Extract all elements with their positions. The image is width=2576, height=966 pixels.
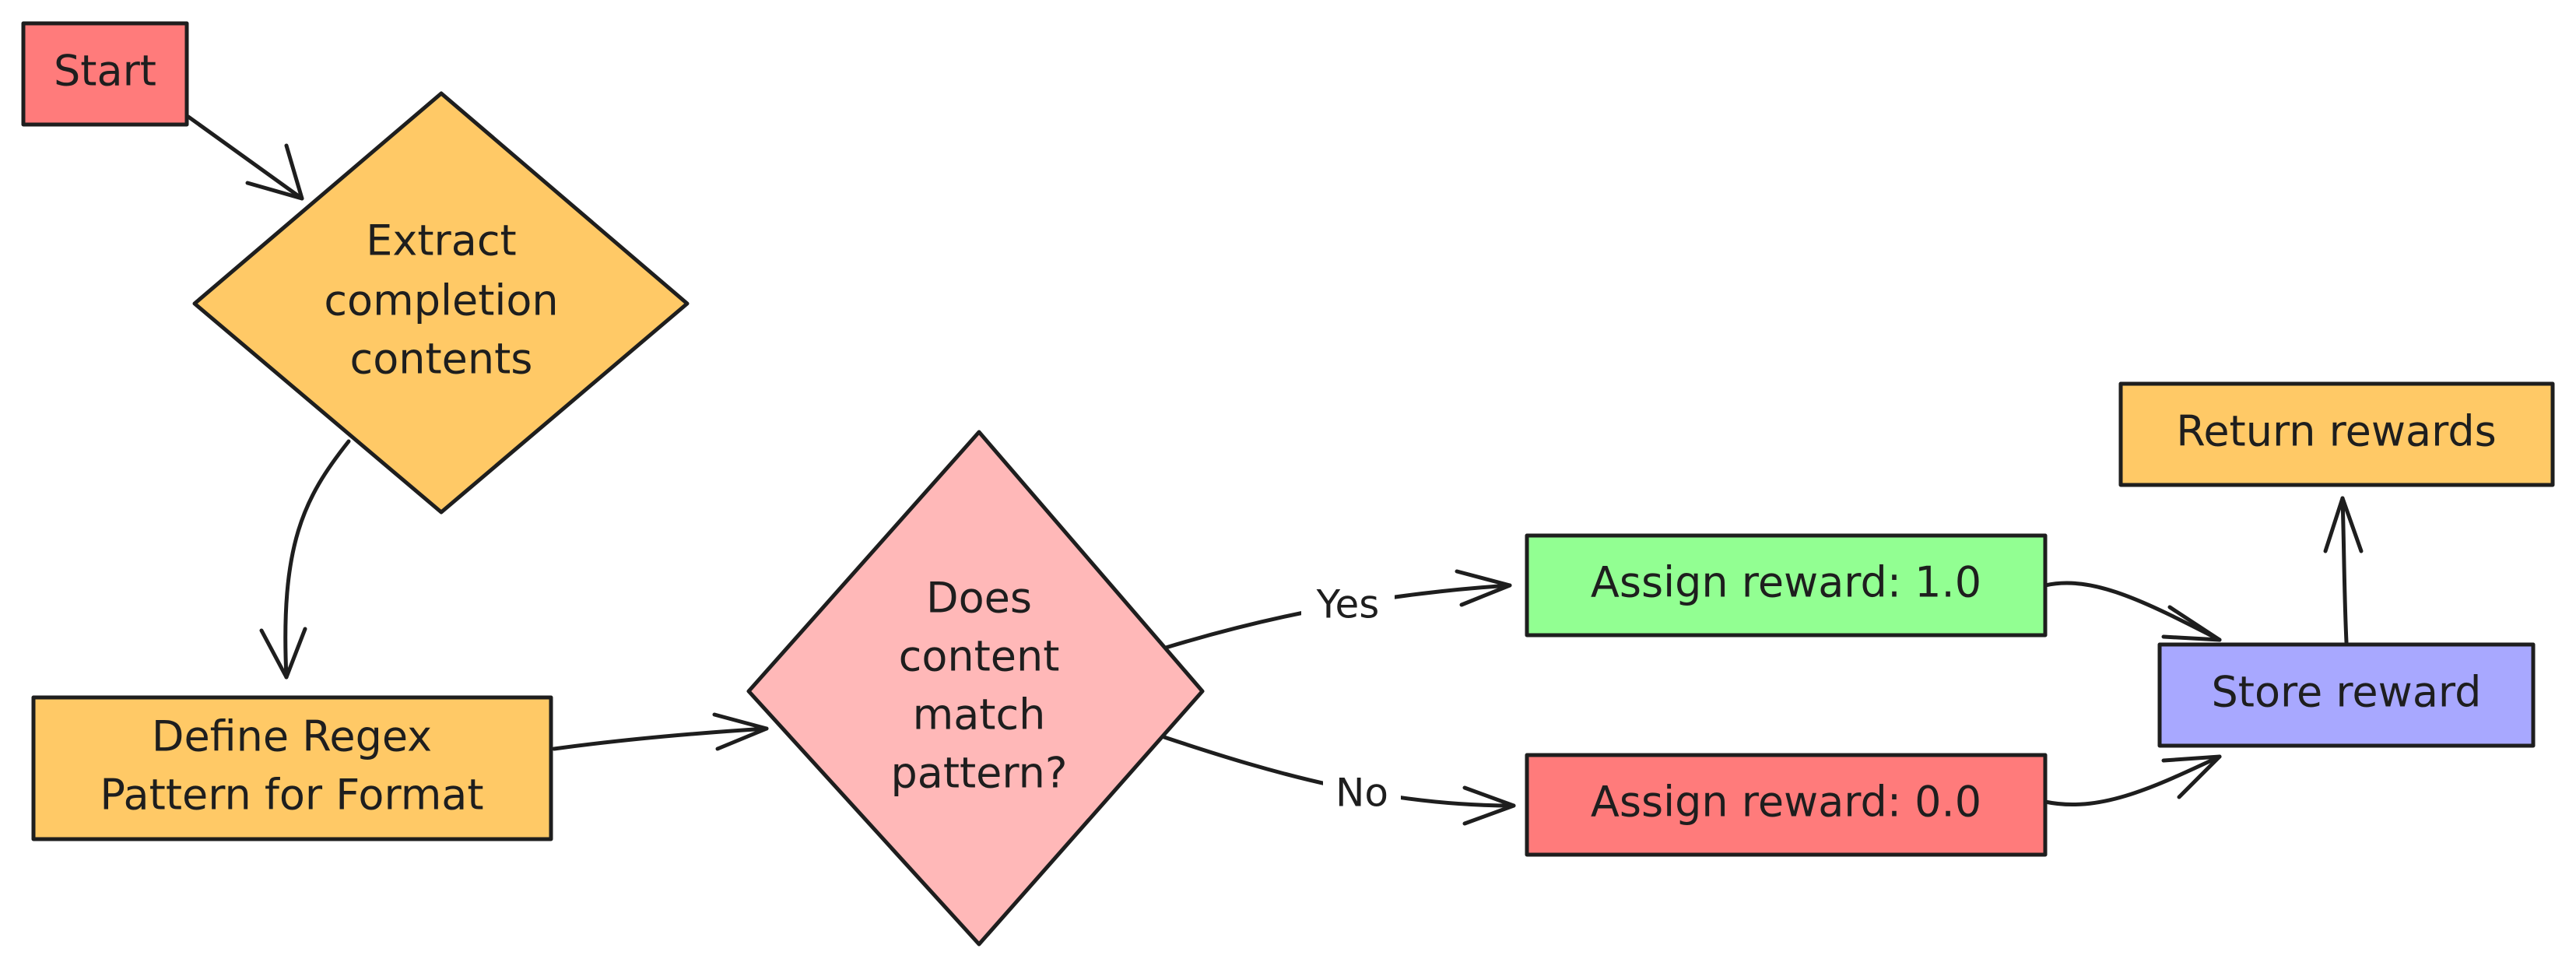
store-box — [2157, 642, 2536, 748]
edge-store-to-return — [2340, 496, 2349, 645]
arrowhead-icon — [2161, 754, 2222, 799]
assign-no-node: Assign reward: 0.0 — [1525, 753, 2048, 857]
no-label: No — [1335, 771, 1388, 816]
edge-labels: Yes No — [1301, 582, 1401, 817]
decision-label-line-4: pattern? — [890, 749, 1067, 798]
edge-regex-to-decision — [552, 726, 769, 751]
assign-yes-box — [1525, 533, 2048, 638]
extract-diamond — [192, 91, 690, 515]
decision-node: Does content match pattern? — [746, 430, 1205, 947]
yes-label: Yes — [1316, 582, 1380, 627]
store-label: Store reward — [2212, 668, 2482, 717]
return-label: Return rewards — [2176, 407, 2497, 456]
extract-label-line-1: Extract — [366, 216, 516, 265]
assign-no-label: Assign reward: 0.0 — [1591, 778, 1981, 827]
arrowhead-icon — [2161, 605, 2222, 642]
regex-label-line-1: Define Regex — [152, 712, 432, 761]
edge-assign-yes-to-store — [2043, 581, 2222, 642]
assign-yes-node: Assign reward: 1.0 — [1525, 533, 2048, 638]
arrowhead-icon — [2323, 496, 2364, 553]
decision-label-line-3: match — [913, 690, 1046, 739]
edge-assign-no-to-store — [2043, 754, 2222, 806]
extract-label-line-2: completion — [324, 276, 558, 325]
assign-yes-label: Assign reward: 1.0 — [1591, 558, 1981, 607]
edge-start-to-extract — [186, 114, 304, 201]
store-node: Store reward — [2157, 642, 2536, 748]
return-node: Return rewards — [2118, 381, 2555, 487]
regex-box — [31, 695, 553, 841]
extract-node: Extract completion contents — [192, 91, 690, 515]
start-node: Start — [21, 21, 189, 127]
arrowhead-icon — [1462, 785, 1516, 826]
edge-extract-to-regex — [283, 439, 351, 680]
return-box — [2118, 381, 2555, 487]
arrowhead-icon — [712, 712, 769, 751]
start-box — [21, 21, 189, 127]
decision-diamond — [746, 430, 1205, 947]
extract-label-line-3: contents — [350, 335, 533, 384]
regex-label-line-2: Pattern for Format — [100, 771, 483, 820]
arrowhead-icon — [1455, 569, 1512, 607]
arrowhead-icon — [259, 627, 307, 680]
regex-node: Define Regex Pattern for Format — [31, 695, 553, 841]
arrowhead-icon — [245, 143, 304, 201]
assign-no-box — [1525, 753, 2048, 857]
decision-label-line-2: content — [899, 632, 1060, 681]
decision-label-line-1: Does — [926, 574, 1032, 623]
start-label: Start — [54, 47, 156, 96]
